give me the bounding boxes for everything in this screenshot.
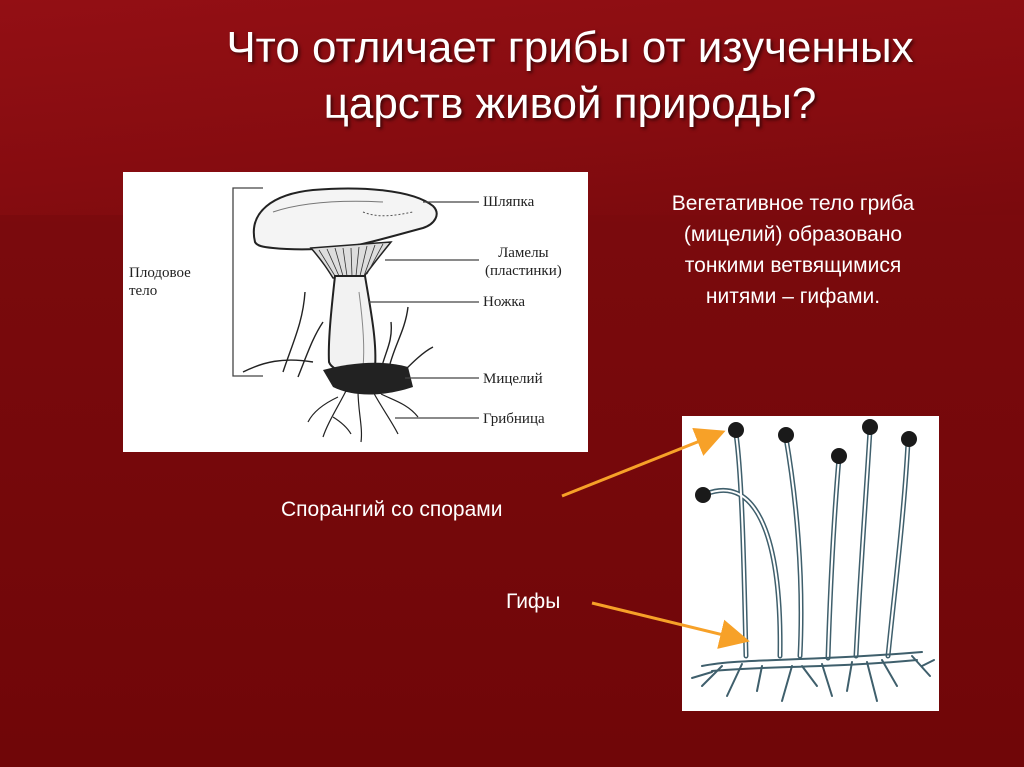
hyphae-diagram	[682, 416, 939, 711]
mycelium-label: Мицелий	[483, 371, 543, 387]
description-line-4: нитями – гифами.	[705, 285, 881, 308]
title-line-1: Что отличает грибы от изученных	[226, 23, 914, 72]
slide-title: Что отличает грибы от изученных царств ж…	[150, 20, 990, 132]
cap-label: Шляпка	[483, 194, 535, 210]
hyphae-label: Гифы	[506, 590, 561, 613]
description-line-1: Вегетативное тело гриба	[671, 192, 915, 215]
stem-label: Ножка	[483, 294, 526, 310]
fruit-body-line-1: Плодовое	[129, 265, 191, 281]
fruit-body-line-2: тело	[129, 283, 158, 299]
lamellae-line-2: (пластинки)	[485, 263, 562, 279]
description-line-2: (мицелий) образовано	[683, 223, 903, 246]
mushroom-drawing	[232, 187, 479, 443]
description-line-3: тонкими ветвящимися	[684, 254, 902, 277]
description: Вегетативное тело гриба (мицелий) образо…	[603, 188, 983, 312]
lamellae-line-1: Ламелы	[498, 245, 549, 261]
fungal-body-label: Грибница	[483, 411, 545, 427]
sporangium-label: Спорангий со спорами	[281, 498, 503, 521]
lamellae-label: Ламелы (пластинки)	[485, 244, 562, 280]
mushroom-diagram: Плодовое тело Шляпка Ламелы (пластинки) …	[123, 172, 588, 452]
title-line-2: царств живой природы?	[323, 79, 817, 128]
hyphae-drawing	[691, 419, 935, 702]
fruit-body-label: Плодовое тело	[129, 264, 191, 300]
